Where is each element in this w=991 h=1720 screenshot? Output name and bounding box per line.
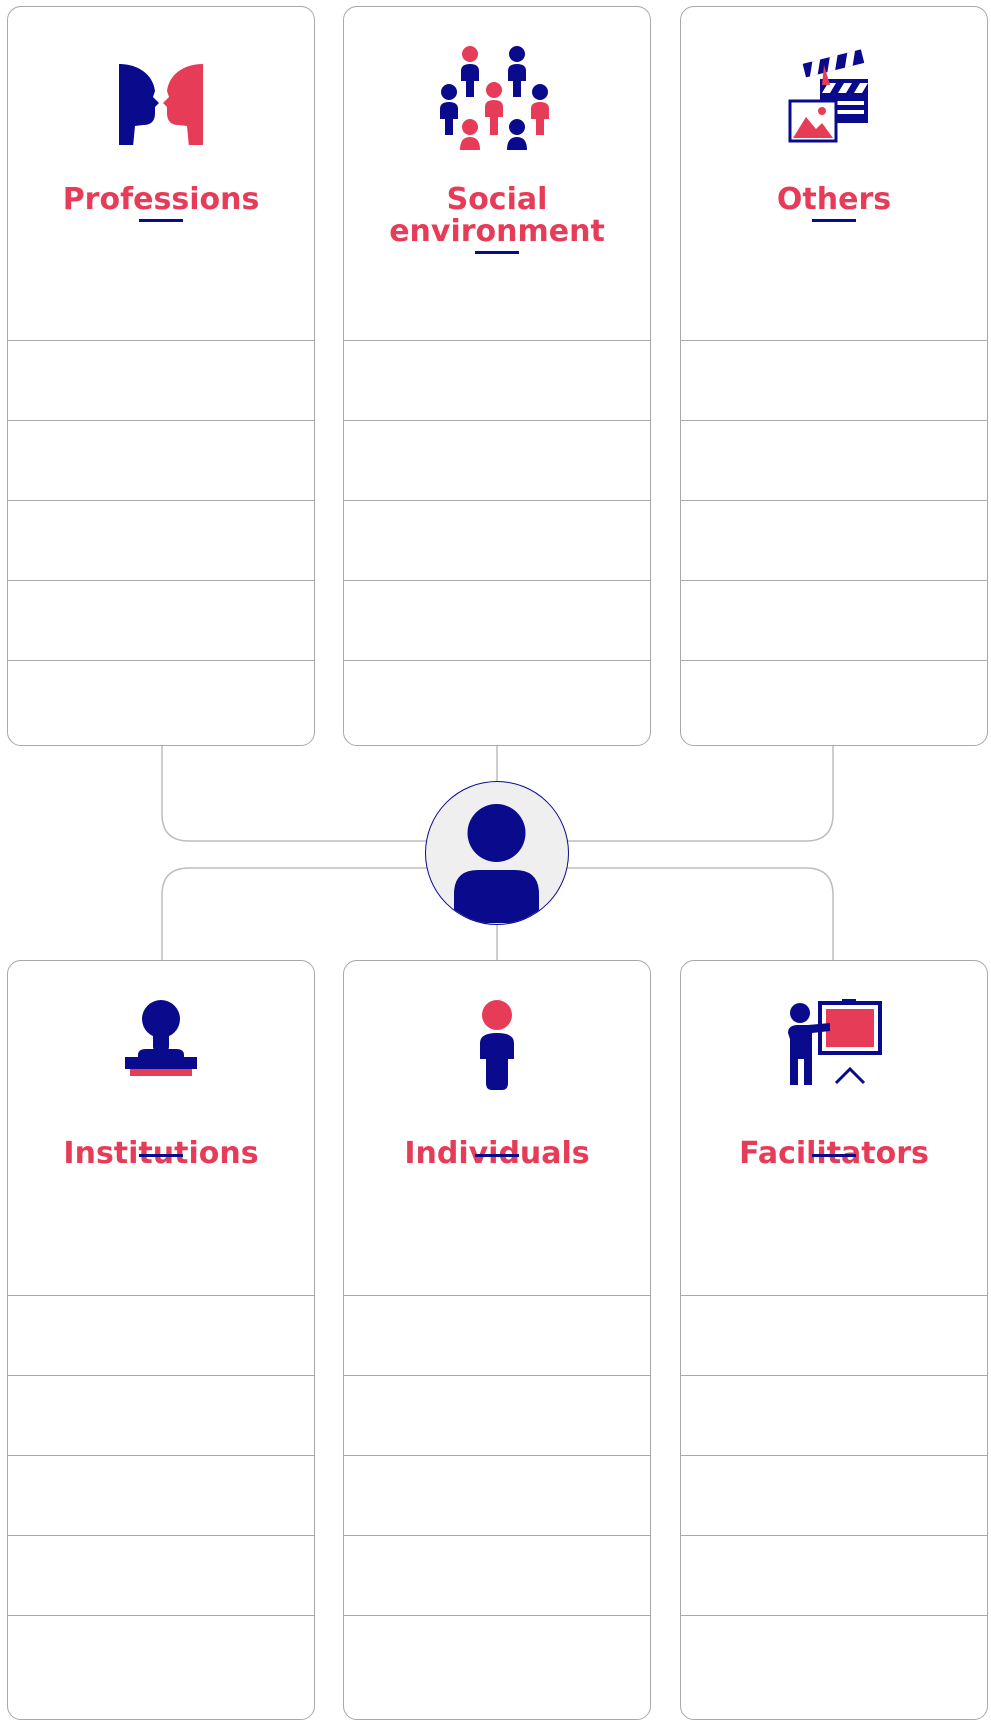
presenter-board-icon [681, 999, 987, 1109]
card-title: Others [776, 182, 892, 217]
people-group-icon [344, 45, 650, 155]
list-row[interactable] [681, 1535, 987, 1615]
card-rows [681, 1295, 987, 1695]
list-row[interactable] [681, 660, 987, 744]
title-underline [812, 219, 856, 222]
list-row[interactable] [344, 580, 650, 660]
card-individuals: Individuals [343, 960, 651, 1720]
list-row[interactable] [8, 1295, 314, 1375]
card-facilitators: Facilitators [680, 960, 988, 1720]
title-underline [139, 1154, 183, 1157]
card-title: Institutions [63, 1136, 259, 1171]
list-row[interactable] [681, 420, 987, 500]
card-rows [8, 1295, 314, 1695]
list-row[interactable] [8, 500, 314, 580]
list-row[interactable] [681, 500, 987, 580]
list-row[interactable] [681, 340, 987, 420]
list-row[interactable] [344, 1535, 650, 1615]
list-row[interactable] [8, 1535, 314, 1615]
list-row[interactable] [344, 1375, 650, 1455]
title-underline [139, 219, 183, 222]
list-row[interactable] [8, 1455, 314, 1535]
list-row[interactable] [344, 1295, 650, 1375]
two-faces-icon [8, 45, 314, 155]
card-rows [8, 340, 314, 744]
list-row[interactable] [681, 1295, 987, 1375]
title-underline [475, 251, 519, 254]
clapperboard-photo-icon [681, 45, 987, 155]
list-row[interactable] [344, 1455, 650, 1535]
list-row[interactable] [344, 1615, 650, 1695]
list-row[interactable] [8, 420, 314, 500]
list-row[interactable] [681, 1455, 987, 1535]
stamp-icon [8, 999, 314, 1109]
list-row[interactable] [344, 340, 650, 420]
list-row[interactable] [8, 1615, 314, 1695]
card-institutions: Institutions [7, 960, 315, 1720]
title-underline [812, 1154, 856, 1157]
card-others: Others [680, 6, 988, 746]
list-row[interactable] [681, 1375, 987, 1455]
list-row[interactable] [344, 420, 650, 500]
card-title: Social environment [389, 182, 605, 249]
card-title: Facilitators [739, 1136, 929, 1171]
title-underline [475, 1154, 519, 1157]
list-row[interactable] [8, 580, 314, 660]
card-rows [344, 340, 650, 744]
person-avatar-icon [425, 781, 569, 925]
card-social-environment: Social environment [343, 6, 651, 746]
card-rows [681, 340, 987, 744]
list-row[interactable] [8, 660, 314, 744]
list-row[interactable] [8, 340, 314, 420]
list-row[interactable] [681, 1615, 987, 1695]
card-title: Professions [62, 182, 260, 217]
list-row[interactable] [344, 500, 650, 580]
list-row[interactable] [681, 580, 987, 660]
list-row[interactable] [344, 660, 650, 744]
list-row[interactable] [8, 1375, 314, 1455]
card-title: Individuals [404, 1136, 590, 1171]
card-professions: Professions [7, 6, 315, 746]
single-person-icon [344, 999, 650, 1109]
card-rows [344, 1295, 650, 1695]
